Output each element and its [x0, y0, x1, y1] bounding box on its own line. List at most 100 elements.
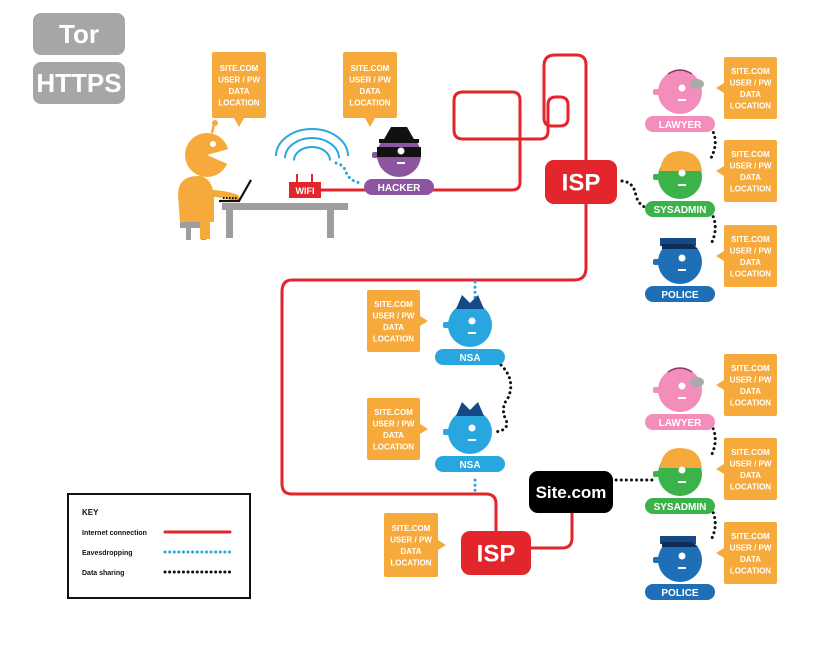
lawyer-label: LAWYER [659, 418, 703, 429]
info-box-line: LOCATION [730, 398, 771, 407]
info-box-line: DATA [740, 471, 761, 480]
desk-leg [327, 210, 334, 238]
wifi-label: WIFI [296, 186, 315, 196]
info-box-bg [367, 398, 420, 460]
lawyer-name-pill [645, 116, 715, 132]
nsa-label: NSA [459, 460, 480, 471]
hacker-name-pill [364, 179, 434, 195]
hacker-hat-brim [379, 139, 419, 143]
data-sharing-path [708, 506, 717, 544]
info-box-line: SITE.COM [731, 364, 770, 373]
data-sharing-path [708, 126, 717, 162]
https-toggle[interactable]: HTTPS [33, 62, 125, 104]
info-box-tail [716, 380, 724, 390]
isp-box-top-bg [545, 160, 617, 204]
user-mouth [207, 148, 232, 166]
nsa-eye [468, 424, 476, 432]
info-box-bg [724, 438, 777, 500]
info-box-line: SITE.COM [392, 524, 431, 533]
sysadmin-figure: SYSADMIN [645, 448, 715, 514]
info-box-line: SITE.COM [731, 532, 770, 541]
info-box-line: USER / PW [730, 161, 772, 170]
data-sharing-path [708, 210, 717, 248]
site-box: Site.com [529, 471, 613, 513]
info-box-line: USER / PW [390, 535, 432, 544]
info-box-line: SITE.COM [374, 300, 413, 309]
lawyer-ear [653, 89, 663, 95]
router-body [289, 182, 321, 198]
info-box-bg [384, 513, 438, 577]
info-box-tail [716, 548, 724, 558]
connection-lines [280, 53, 717, 550]
wifi-wave [293, 146, 331, 161]
isp-box-top: ISP [545, 160, 617, 204]
info-box-line: LOCATION [730, 101, 771, 110]
sysadmin-eye [678, 169, 686, 177]
user-body [178, 175, 214, 222]
sysadmin-ear [653, 471, 663, 477]
nsa-eye [468, 317, 476, 325]
info-box-line: LOCATION [730, 566, 771, 575]
info-box-tail [716, 251, 724, 261]
nsa-hat [456, 402, 484, 416]
nsa-name-pill [435, 349, 505, 365]
hacker-label: HACKER [378, 183, 422, 194]
tor-toggle[interactable]: Tor [33, 13, 125, 55]
user-eye [210, 141, 216, 147]
key-item-label: Data sharing [82, 570, 124, 577]
sysadmin-eye [678, 466, 686, 474]
lawyer-ear [653, 387, 663, 393]
key-item-label: Eavesdropping [82, 550, 133, 557]
info-box-line: DATA [740, 90, 761, 99]
nsa-hat [456, 295, 484, 309]
nsa-head [448, 303, 492, 347]
info-box-line: USER / PW [218, 75, 260, 84]
lawyer-hair [690, 377, 704, 387]
site-box-label: Site.com [536, 483, 607, 502]
info-box-bg [367, 290, 420, 352]
info-box-bg [724, 354, 777, 416]
info-box-line: USER / PW [349, 75, 391, 84]
isp-box-bottom: ISP [461, 531, 531, 575]
info-box-line: DATA [740, 387, 761, 396]
info-box-line: LOCATION [390, 558, 431, 567]
hacker-eye [397, 147, 405, 155]
key-item-label: Internet connection [82, 530, 147, 537]
hacker-hat [383, 127, 415, 141]
nsa-name-pill [435, 456, 505, 472]
police-ear [653, 557, 663, 563]
info-box-bg [343, 52, 397, 118]
info-box-line: DATA [383, 431, 404, 440]
wifi-wave [275, 128, 349, 157]
lawyer-label: LAWYER [659, 120, 703, 131]
police-cap-brim [662, 542, 698, 547]
key-frame [67, 493, 251, 599]
wifi-icon: WIFI [275, 128, 349, 198]
info-box-line: LOCATION [730, 482, 771, 491]
info-box-tail [716, 464, 724, 474]
police-eye [678, 552, 686, 560]
sysadmin-name-pill [645, 201, 715, 217]
info-box-line: USER / PW [373, 311, 415, 320]
internet-connection-path [528, 511, 574, 550]
user-arm [204, 189, 240, 202]
info-box-line: USER / PW [730, 543, 772, 552]
hardhat [660, 448, 702, 468]
nsa-figure: NSA [435, 402, 505, 472]
isp-box-top-label: ISP [562, 170, 601, 197]
lawyer-eye [678, 84, 686, 92]
info-box-line: USER / PW [730, 375, 772, 384]
lawyer-head [658, 70, 702, 114]
eavesdropping-path [334, 161, 364, 185]
chair-leg [186, 228, 191, 240]
desk-leg [226, 210, 233, 238]
hacker-figure: HACKER [364, 127, 434, 195]
isp-box-bottom-bg [461, 531, 531, 575]
nsa-head [448, 410, 492, 454]
